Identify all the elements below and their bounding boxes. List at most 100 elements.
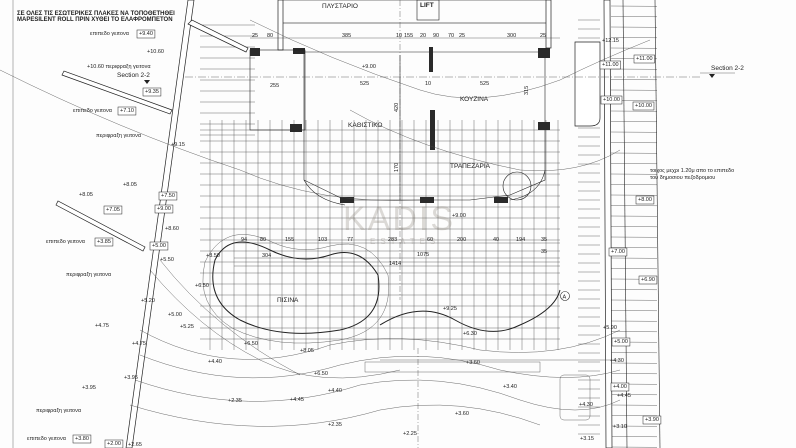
level-box: +9.35 — [145, 89, 159, 95]
dimension: 77 — [347, 237, 353, 243]
dimension: 170 — [394, 163, 400, 172]
spot-level: +4.45 — [290, 397, 304, 403]
room-living: ΚΑΘΙΣΤΙΚΟ — [348, 122, 382, 129]
paving-grid — [200, 24, 560, 350]
dimension: 103 — [318, 237, 327, 243]
watermark-sub: ESTATES — [370, 237, 440, 246]
spot-level: +5.00 — [168, 312, 182, 318]
watermark-brand: KADIS — [343, 200, 455, 238]
level-box: +9.00 — [157, 206, 171, 212]
neighbor-fence-label: +10.60 περιφραξη γειτονα — [87, 64, 151, 70]
level-label: +2.65 — [128, 442, 142, 448]
section-marker-a — [560, 291, 570, 301]
level-box-frame — [117, 106, 137, 116]
level-label: +3.95 — [124, 375, 138, 381]
level-box-frame — [611, 337, 631, 347]
level-box: +10.00 — [635, 103, 652, 109]
level-box: +5.00 — [152, 243, 166, 249]
spot-level: +3.15 — [580, 436, 594, 442]
level-box-frame — [149, 241, 169, 251]
level-label: +4.75 — [132, 341, 146, 347]
level-box-frame — [638, 275, 658, 285]
level-box: +3.80 — [75, 436, 89, 442]
spot-level: +3.60 — [455, 411, 469, 417]
spot-levels: +9.00 +9.00 +7.50 +9.00 +8.60 +5.00 +5.5… — [149, 64, 627, 442]
level-box: +7.05 — [106, 207, 120, 213]
boundary-walls — [55, 0, 661, 448]
spot-level: +2.25 — [403, 431, 417, 437]
spot-level: +6.50 — [314, 371, 328, 377]
room-laundry: ΠΛΥΣΤΑΡΙΟ — [322, 3, 358, 10]
dimension: 40 — [493, 237, 499, 243]
level-box-frame — [599, 60, 621, 70]
spot-level: +9.25 — [443, 306, 457, 312]
dimension: 155 — [404, 33, 413, 39]
level-box-frame — [158, 191, 178, 201]
level-box-frame — [154, 204, 174, 214]
level-box-frame — [104, 439, 124, 448]
house-outline — [249, 0, 601, 206]
spot-level: +6.30 — [463, 331, 477, 337]
neighbor-fence-label: περιφραξη γειτονα — [96, 133, 142, 139]
neighbor-fence-2 — [55, 200, 146, 252]
dimension: 315 — [524, 86, 530, 95]
note-line-1: ΣΕ ΟΛΕΣ ΤΙΣ ΕΣΩΤΕΡΙΚΕΣ ΠΛΑΚΕΣ ΝΑ ΤΟΠΟΘΕΤ… — [17, 11, 175, 17]
dimension: 25 — [459, 33, 465, 39]
level-label: +8.05 — [79, 192, 93, 198]
neighbor-fence-label: περιφραξη γειτονα — [36, 408, 82, 414]
dimension: 200 — [457, 237, 466, 243]
level-box: +10.00 — [603, 97, 620, 103]
level-box: +6.90 — [641, 277, 655, 283]
spot-level: +6.50 — [244, 341, 258, 347]
spot-level: +4.45 — [617, 393, 631, 399]
level-box-frame — [632, 101, 655, 111]
spot-level: +3.60 — [466, 360, 480, 366]
contour-lines — [0, 0, 700, 448]
neighbor-level-label: επιπεδο γειτονα — [73, 108, 113, 114]
neighbor-level-label: επιπεδο γειτονα — [90, 31, 130, 37]
spot-level: +3.10 — [613, 424, 627, 430]
dimension: 1414 — [389, 261, 401, 267]
spot-level: +9.00 — [452, 213, 466, 219]
level-box-frame — [94, 237, 114, 247]
spot-level: +5.50 — [160, 257, 174, 263]
neighbor-fence-1 — [61, 70, 173, 115]
spot-level: +4.40 — [328, 388, 342, 394]
level-box-frame — [635, 195, 655, 205]
dimension: 60 — [427, 237, 433, 243]
level-label: +5.20 — [141, 298, 155, 304]
spot-level: +8.05 — [300, 348, 314, 354]
dimension-lines — [234, 37, 560, 267]
dimension: 525 — [480, 81, 489, 87]
wall-note-1: τοιχος μεχρι 1.20μ απο το επιπεδο — [650, 168, 734, 174]
spot-level: +5.25 — [180, 324, 194, 330]
spot-level: +4.30 — [579, 402, 593, 408]
room-lift: LIFT — [420, 2, 434, 9]
dimension: 80 — [260, 237, 266, 243]
dimension: 80 — [267, 33, 273, 39]
level-box: +3.90 — [645, 417, 659, 423]
spot-level: +6.50 — [195, 283, 209, 289]
level-label: +10.60 — [147, 49, 164, 55]
room-dining: ΤΡΑΠΕΖΑΡΙΑ — [450, 163, 491, 170]
dimension: 155 — [285, 237, 294, 243]
level-box-frame — [633, 54, 655, 64]
dimension: 385 — [342, 33, 351, 39]
dimension: 525 — [360, 81, 369, 87]
level-box: +8.00 — [638, 197, 652, 203]
level-label: +8.05 — [123, 182, 137, 188]
spot-level: +4.40 — [208, 359, 222, 365]
spot-level: +12.15 — [602, 38, 619, 44]
marker-a-label: A — [563, 295, 567, 301]
level-box-frame — [608, 247, 628, 257]
level-box-frame — [642, 415, 662, 425]
dimension: 283 — [388, 237, 397, 243]
spot-level: +4.30 — [610, 358, 624, 364]
level-box-frame — [103, 205, 123, 215]
level-box: +7.50 — [161, 193, 175, 199]
level-box: +4.00 — [613, 384, 627, 390]
section-arrow-right — [709, 74, 715, 78]
level-box-frame — [610, 382, 630, 392]
